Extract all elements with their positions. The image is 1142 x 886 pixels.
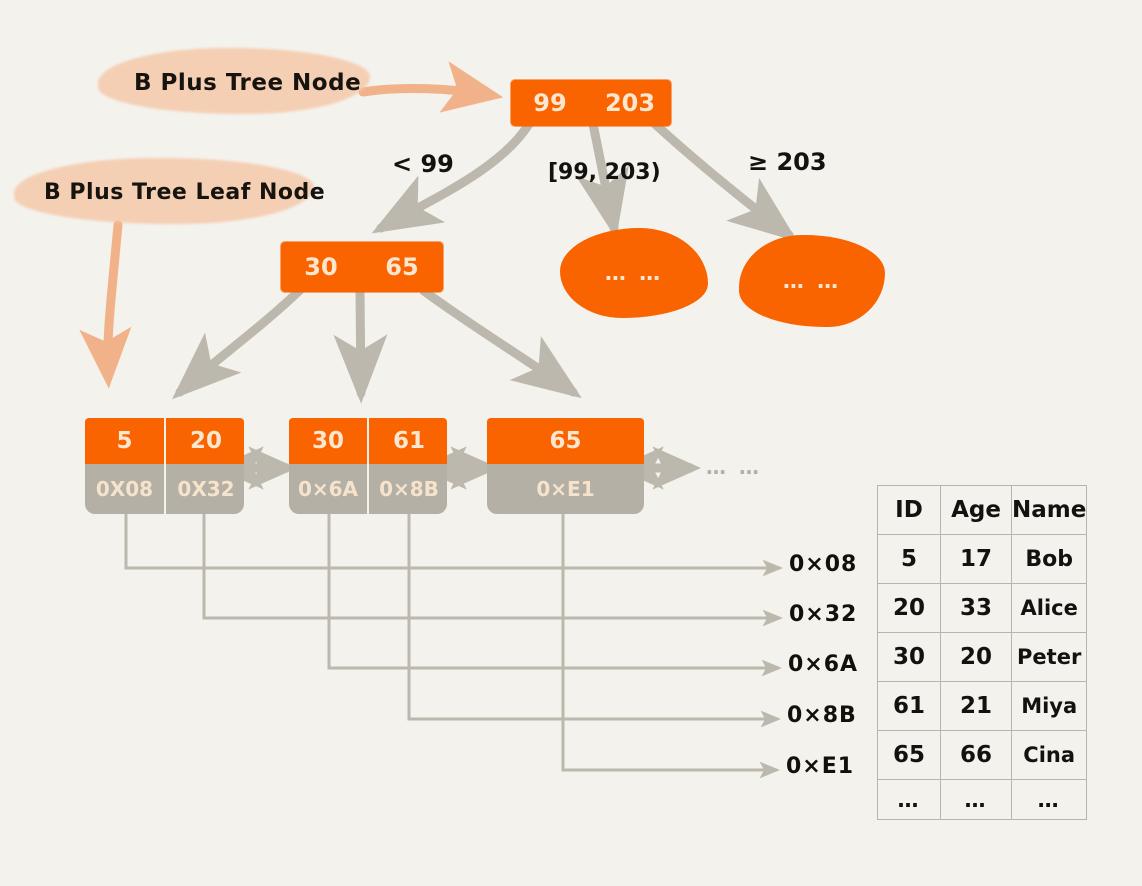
address-0x08: 0×08 (789, 552, 858, 577)
table-row: 5 17 Bob (877, 534, 1088, 584)
table-row: 30 20 Peter (877, 632, 1088, 682)
leaf-3-pointers: 0×E1 (487, 464, 644, 514)
cell-id: 5 (877, 534, 941, 584)
table-header-row: ID Age Name (877, 485, 1088, 535)
leaf-node-3[interactable]: 65 0×E1 (487, 418, 644, 514)
record-link-0x6A (327, 514, 783, 677)
highlight-band-leaf (14, 158, 314, 224)
record-link-0x8B (407, 514, 782, 728)
address-0x6A: 0×6A (788, 652, 859, 677)
leaf-1-key-0-text: 5 (116, 428, 133, 454)
leaf-1-pointer-0-text: 0X08 (95, 477, 154, 501)
edge-internal-to-leaf2 (333, 286, 388, 404)
leaf-node-2[interactable]: 30 61 0×6A 0×8B (289, 418, 447, 514)
edge-internal-to-leaf3 (419, 286, 582, 399)
leaf-3-pointer-0[interactable]: 0×E1 (487, 464, 644, 514)
leaf-2-key-1: 61 (367, 418, 449, 464)
internal-key-0-text: 30 (304, 253, 338, 281)
internal-key-1-text: 65 (385, 253, 419, 281)
address-0x32: 0×32 (789, 602, 858, 627)
edge-label-gte-203: ≥ 203 (748, 148, 827, 176)
cell-name: Cina (1010, 730, 1088, 780)
leaf-1-pointer-1-text: 0X32 (177, 477, 235, 501)
root-key-0-text: 99 (533, 89, 567, 117)
address-0x8B: 0×8B (787, 703, 857, 728)
leaf-3-pointer-0-text: 0×E1 (536, 477, 595, 501)
table-row-ellipsis: … … … (877, 779, 1088, 820)
internal-node[interactable]: 30 65 (281, 242, 443, 292)
peach-arrow-to-leaf (79, 220, 132, 389)
leaf-2-key-0-text: 30 (311, 428, 344, 454)
root-node[interactable]: 99 203 (511, 80, 671, 126)
cell-age: 20 (940, 632, 1012, 682)
record-link-0xE1 (561, 514, 781, 779)
table-row: 65 66 Cina (877, 730, 1088, 780)
cell-age: 66 (940, 730, 1012, 780)
leaf-2-pointer-0[interactable]: 0×6A (289, 464, 367, 514)
leaf-1-pointer-0[interactable]: 0X08 (85, 464, 164, 514)
leaf-1-pointer-1[interactable]: 0X32 (164, 464, 246, 514)
leaf-2-key-1-text: 61 (392, 428, 425, 454)
record-link-0x32 (202, 514, 784, 627)
leaf-2-pointer-0-text: 0×6A (297, 477, 359, 501)
cell-id: 61 (877, 681, 941, 731)
edge-internal-to-leaf1 (172, 285, 305, 400)
root-key-1-text: 203 (604, 89, 656, 117)
cell-name: Bob (1010, 534, 1088, 584)
cell-name: Miya (1010, 681, 1088, 731)
leaf-1-key-1-text: 20 (189, 428, 222, 454)
leaf-3-keys: 65 (487, 418, 644, 464)
cell-id: 65 (877, 730, 941, 780)
header-id: ID (877, 485, 941, 535)
blob-right-text: … … (782, 269, 842, 293)
cell-name: Peter (1010, 632, 1088, 682)
leaf-1-key-0: 5 (85, 418, 164, 464)
cell-age: … (940, 779, 1012, 820)
edge-root-to-right-blob (650, 119, 798, 242)
leaf-1-key-1: 20 (164, 418, 246, 464)
address-0xE1: 0×E1 (786, 754, 855, 779)
edge-label-less-than-99: < 99 (392, 150, 454, 178)
table-row: 61 21 Miya (877, 681, 1088, 731)
internal-key-1: 65 (361, 242, 443, 292)
label-bplustreeleafnode: B Plus Tree Leaf Node (44, 180, 326, 205)
cell-id: 30 (877, 632, 941, 682)
blob-middle-subtree[interactable]: … … (560, 228, 708, 318)
leaf-2-pointers: 0×6A 0×8B (289, 464, 447, 514)
leaf-3-key-0: 65 (487, 418, 644, 464)
edge-label-range-99-203: [99, 203) (548, 160, 661, 185)
leaf-2-keys: 30 61 (289, 418, 447, 464)
leaf-1-pointers: 0X08 0X32 (85, 464, 244, 514)
cell-age: 17 (940, 534, 1012, 584)
blob-right-subtree[interactable]: … … (739, 235, 885, 327)
leaf-2-key-0: 30 (289, 418, 367, 464)
cell-age: 21 (940, 681, 1012, 731)
record-link-0x08 (124, 514, 784, 577)
blob-middle-text: … … (604, 261, 664, 285)
cell-name: Alice (1010, 583, 1088, 633)
highlight-band-internal (98, 48, 370, 114)
cell-age: 33 (940, 583, 1012, 633)
root-key-1: 203 (589, 80, 671, 126)
record-table: ID Age Name 5 17 Bob 20 33 Alice 30 20 P… (877, 485, 1088, 820)
internal-key-0: 30 (281, 242, 361, 292)
header-name: Name (1010, 485, 1088, 535)
root-key-0: 99 (511, 80, 589, 126)
peach-arrow-to-root (358, 61, 504, 113)
header-age: Age (940, 485, 1012, 535)
cell-id: … (877, 779, 941, 820)
cell-name: … (1010, 779, 1088, 820)
leaf-2-pointer-1[interactable]: 0×8B (367, 464, 449, 514)
leaf-chain-tail: … … (706, 455, 762, 479)
leaf-node-1[interactable]: 5 20 0X08 0X32 (85, 418, 244, 514)
leaf-1-keys: 5 20 (85, 418, 244, 464)
table-row: 20 33 Alice (877, 583, 1088, 633)
leaf-3-key-0-text: 65 (549, 428, 582, 454)
cell-id: 20 (877, 583, 941, 633)
leaf-2-pointer-1-text: 0×8B (379, 477, 439, 501)
label-bplustreenode: B Plus Tree Node (134, 70, 362, 96)
